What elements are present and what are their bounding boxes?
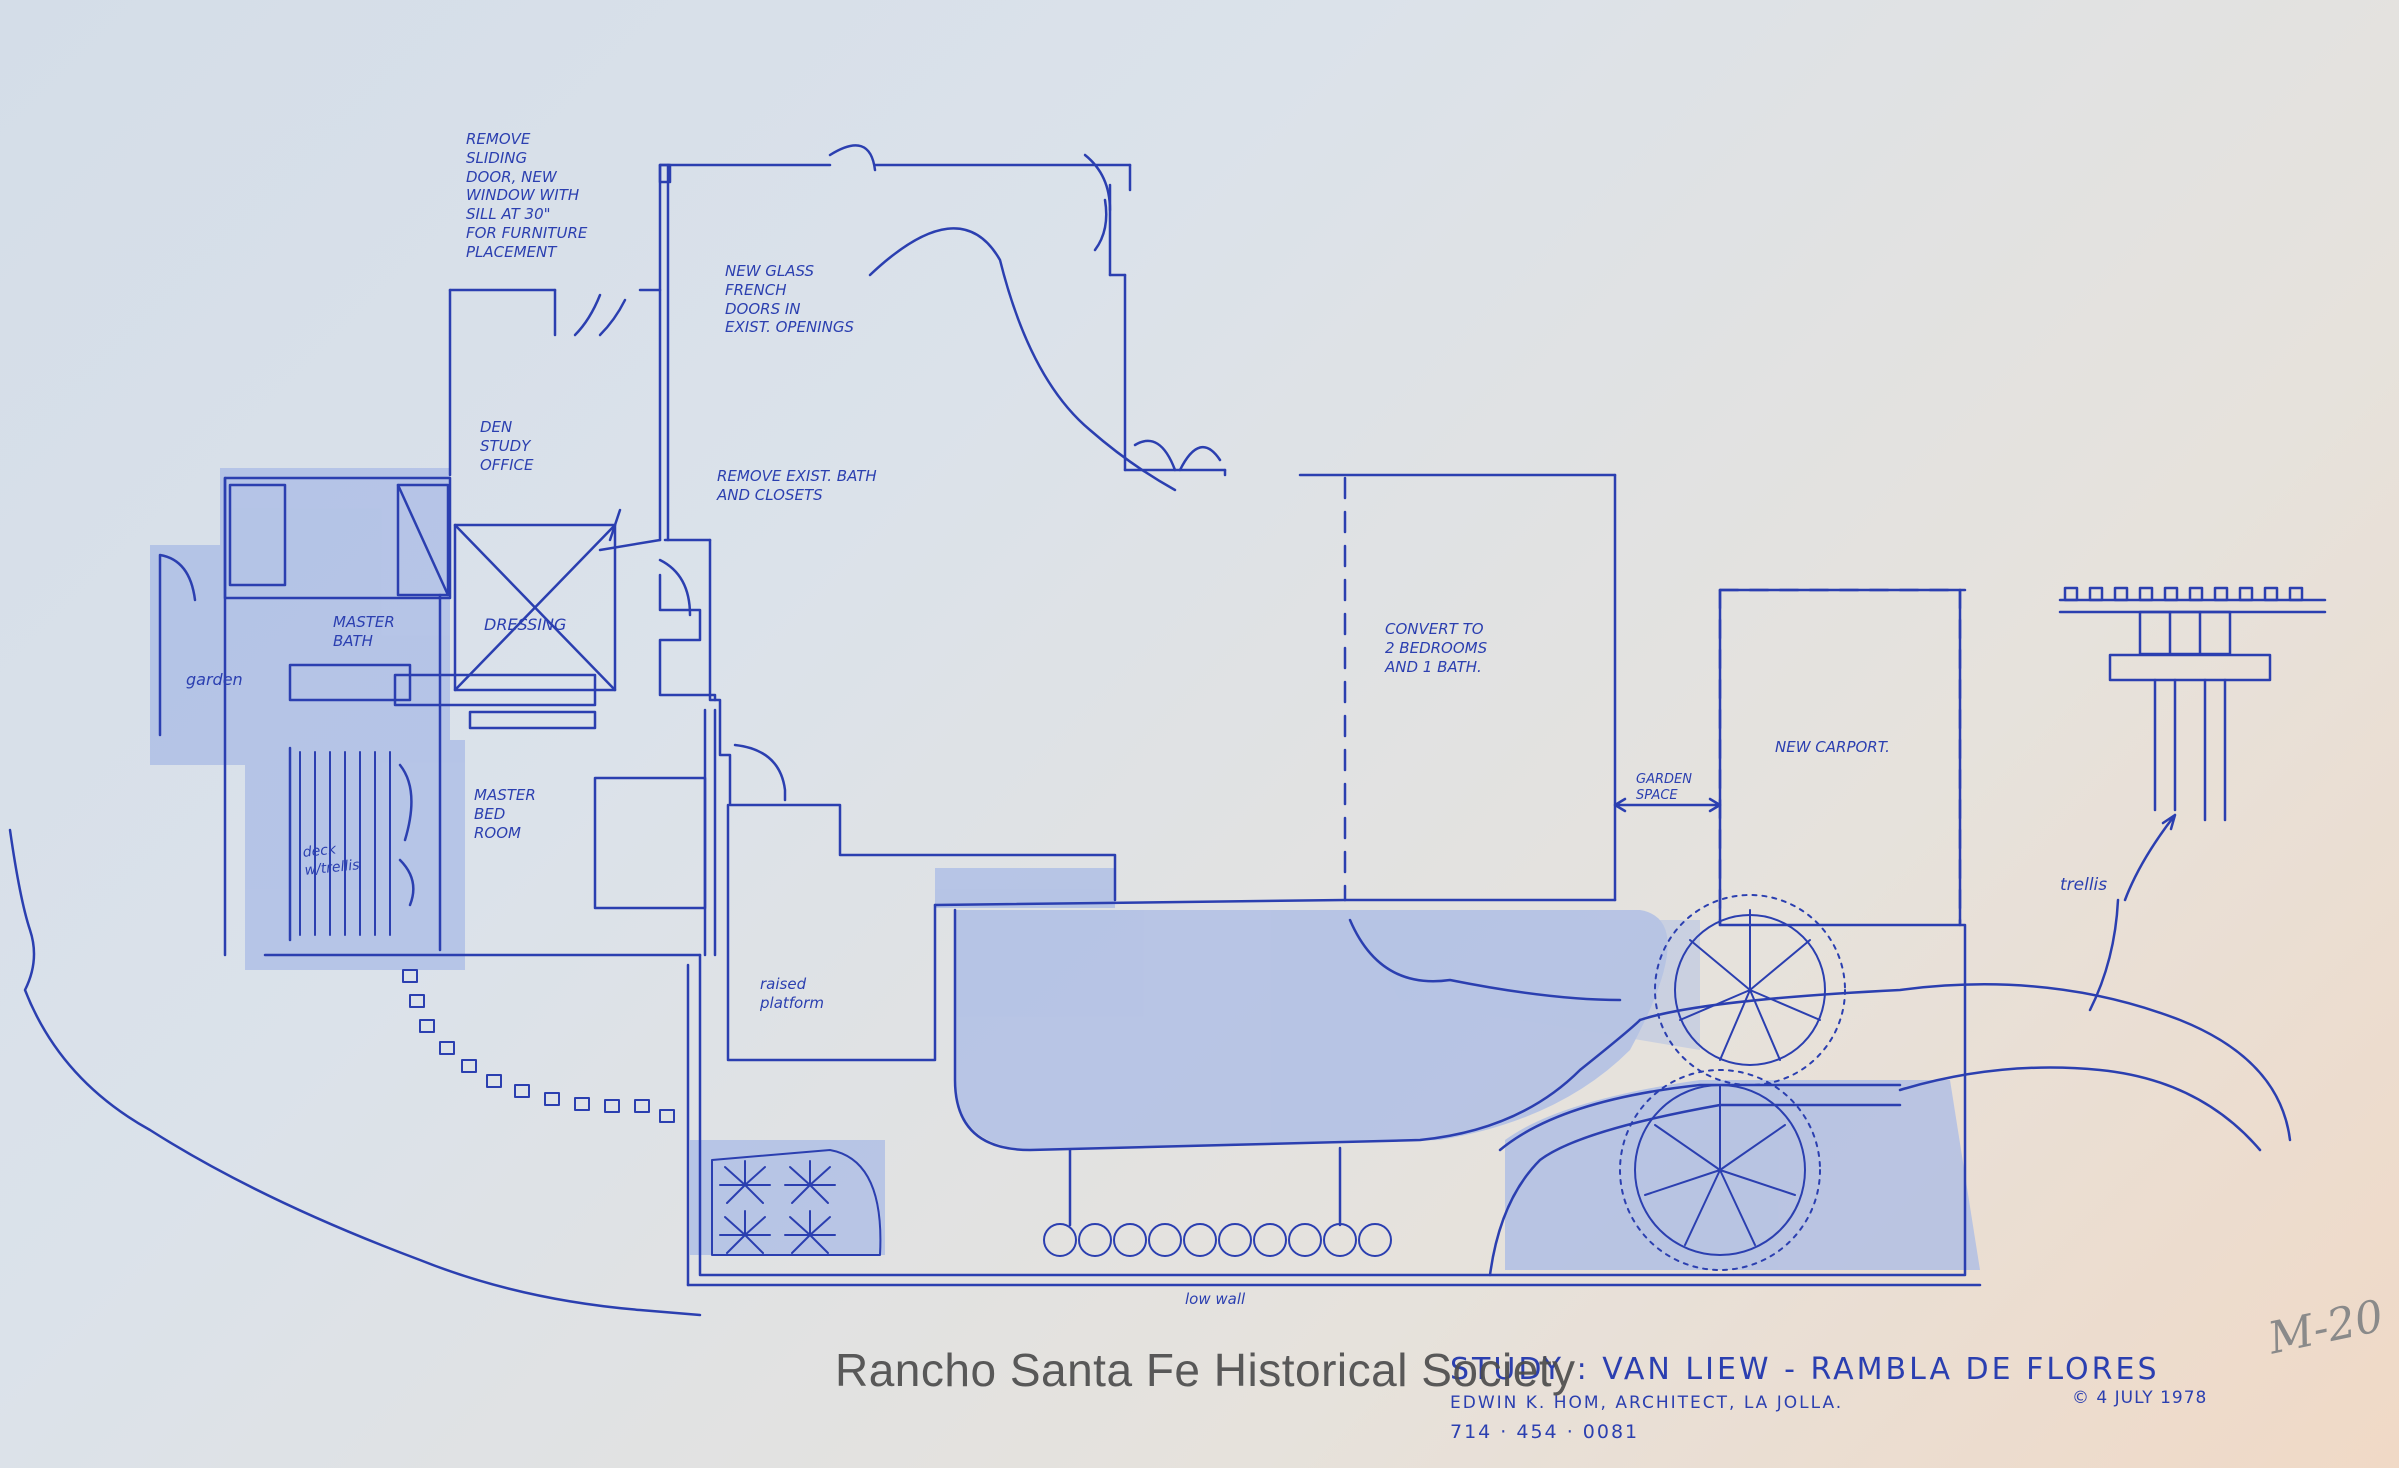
label-den-study: DEN STUDY OFFICE — [480, 418, 534, 474]
master-suite-walls — [223, 163, 717, 957]
label-master-bedroom: MASTER BED ROOM — [474, 786, 536, 842]
shrubs — [1043, 1223, 1392, 1257]
label-raised-platform: raised platform — [760, 975, 824, 1012]
main-house-walls — [658, 163, 1982, 1287]
shaded-areas — [150, 468, 1980, 1270]
note-convert-bedrooms: CONVERT TO 2 BEDROOMS AND 1 BATH. — [1385, 620, 1488, 676]
label-dressing: DRESSING — [484, 615, 567, 634]
leader-arrow — [868, 227, 1177, 492]
label-new-carport: NEW CARPORT. — [1775, 738, 1890, 756]
architect-name: EDWIN K. HOM, ARCHITECT, LA JOLLA. — [1450, 1393, 1844, 1413]
palm-plants — [711, 1149, 882, 1256]
label-low-wall: low wall — [1185, 1290, 1246, 1308]
property-line — [8, 828, 702, 1317]
note-remove-sliding-door: REMOVE SLIDING DOOR, NEW WINDOW WITH SIL… — [466, 130, 588, 261]
title-block: STUDY : VAN LIEW - RAMBLA DE FLORES EDWI… — [1450, 1352, 2160, 1443]
drawing-date: © 4 JULY 1978 — [2072, 1388, 2208, 1408]
watermark: Rancho Santa Fe Historical Society — [835, 1344, 1576, 1396]
label-garden: garden — [186, 670, 243, 689]
trees — [299, 751, 1846, 1271]
deck-boards — [299, 751, 391, 936]
drawing-title: STUDY : VAN LIEW - RAMBLA DE FLORES — [1450, 1352, 2160, 1387]
label-trellis: trellis — [2060, 875, 2108, 895]
note-remove-bath: REMOVE EXIST. BATH AND CLOSETS — [717, 467, 877, 504]
phone-number: 714 · 454 · 0081 — [1450, 1421, 1640, 1443]
note-new-glass-doors: NEW GLASS FRENCH DOORS IN EXIST. OPENING… — [725, 262, 854, 337]
label-garden-space: GARDEN SPACE — [1636, 772, 1692, 804]
door-swings — [158, 144, 1222, 907]
patio-outline — [953, 908, 2292, 1277]
trellis-detail — [2058, 586, 2327, 822]
label-deck-trellis: deck w/trellis — [302, 841, 361, 879]
stepping-stones — [402, 969, 675, 1123]
label-master-bath: MASTER BATH — [333, 613, 395, 650]
